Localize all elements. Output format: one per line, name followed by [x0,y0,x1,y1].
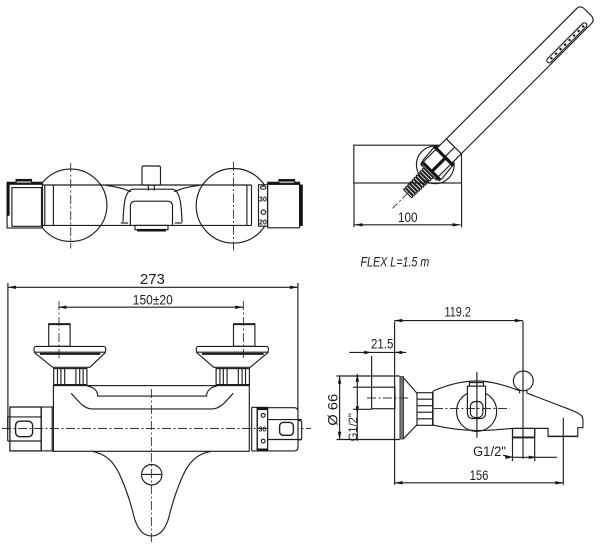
svg-text:30: 30 [259,195,267,204]
svg-text:119.2: 119.2 [444,304,471,319]
svg-text:30: 30 [259,426,267,433]
svg-text:20: 20 [259,218,267,227]
svg-text:100: 100 [398,209,418,225]
svg-text:150±20: 150±20 [133,291,173,307]
svg-text:156: 156 [470,468,489,483]
svg-text:Ø 66: Ø 66 [325,394,340,426]
svg-text:FLEX L=1.5 m: FLEX L=1.5 m [361,254,430,269]
svg-text:G1/2": G1/2" [346,413,360,441]
svg-text:G1/2": G1/2" [473,444,506,459]
svg-text:273: 273 [140,271,165,288]
svg-text:21.5: 21.5 [371,336,393,351]
